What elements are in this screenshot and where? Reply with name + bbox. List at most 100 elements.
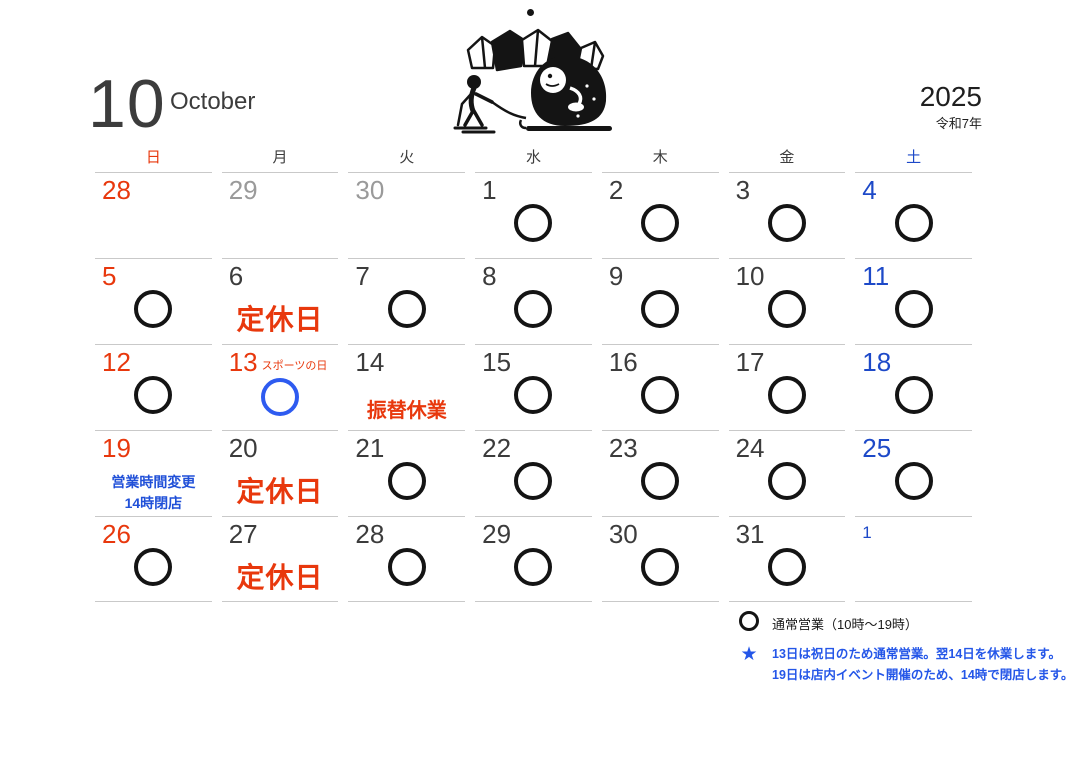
closed-day-label: 定休日 <box>236 303 324 335</box>
day-cell-20: 20 定休日 <box>221 430 339 516</box>
weekday-thursday: 木 <box>652 149 668 166</box>
day-cell-17: 17 <box>728 344 846 430</box>
tow-rope <box>491 100 527 120</box>
day-number: 1 <box>482 175 497 205</box>
legend-star-note-line1: 13日は祝日のため通常営業。翌14日を休業します。 <box>772 647 1062 661</box>
closed-day-label: 定休日 <box>236 475 324 507</box>
weekday-saturday: 土 <box>906 149 922 166</box>
day-cell-9: 9 <box>601 258 719 344</box>
day-cell-24: 24 <box>728 430 846 516</box>
normal-business-circle <box>514 376 553 414</box>
day-cell-30: 30 <box>601 516 719 602</box>
day-number: 16 <box>608 347 638 377</box>
day-cell-1: 1 <box>475 172 592 258</box>
legend: 通常営業（10時〜19時） ★ 13日は祝日のため通常営業。翌14日を休業します… <box>739 611 1070 698</box>
day-number: 23 <box>608 433 638 463</box>
normal-business-circle <box>514 548 553 586</box>
month-number: 10 <box>88 66 166 142</box>
day-cell-28: 28 <box>348 516 466 602</box>
day-cell-14: 14 振替休業 <box>348 344 466 430</box>
day-number: 7 <box>355 261 370 291</box>
day-number-row: 13 スポーツの日 <box>222 347 339 378</box>
day-cell-3: 3 <box>728 172 846 258</box>
normal-business-circle <box>134 376 173 414</box>
day-cell-next-1: 1 <box>855 516 972 602</box>
normal-business-circle <box>514 290 553 328</box>
day-cell-13: 13 スポーツの日 <box>221 344 339 430</box>
normal-business-circle <box>767 290 806 328</box>
day-cell-26: 26 <box>95 516 212 602</box>
day-cell-21: 21 <box>348 430 466 516</box>
day-number: 27 <box>228 519 258 549</box>
normal-business-circle <box>894 376 933 414</box>
open-circle-icon <box>739 611 759 631</box>
day-cell-31: 31 <box>728 516 846 602</box>
weekday-monday: 月 <box>272 149 288 166</box>
normal-business-circle <box>387 290 426 328</box>
snow-creature <box>531 55 607 127</box>
legend-circle-row: 通常営業（10時〜19時） <box>739 611 1070 633</box>
floating-rocks <box>466 28 605 72</box>
legend-circle-label: 通常営業（10時〜19時） <box>772 617 918 632</box>
day-number: 8 <box>482 261 497 291</box>
sled <box>518 119 612 131</box>
star-icon: ★ <box>740 644 758 665</box>
day-number: 24 <box>735 433 765 463</box>
legend-star-row: ★ 13日は祝日のため通常営業。翌14日を休業します。 19日は店内イベント開催… <box>739 644 1070 687</box>
day-number: 10 <box>735 261 765 291</box>
day-cell-2: 2 <box>601 172 719 258</box>
substitute-closure-label: 振替休業 <box>366 399 447 422</box>
hours-change-label: 営業時間変更 14時閉店 <box>95 472 212 514</box>
normal-business-circle <box>767 204 806 242</box>
closed-day-label: 定休日 <box>236 561 324 593</box>
day-cell-22: 22 <box>475 430 592 516</box>
legend-star-notes: 13日は祝日のため通常営業。翌14日を休業します。 19日は店内イベント開催のた… <box>772 644 1070 687</box>
day-number: 29 <box>228 175 258 205</box>
normal-business-circle <box>514 204 553 242</box>
day-cell-prev-29: 29 <box>221 172 339 258</box>
day-cell-23: 23 <box>601 430 719 516</box>
day-number: 28 <box>102 175 131 205</box>
normal-business-circle <box>767 548 806 586</box>
binder-dot <box>527 9 534 16</box>
day-cell-18: 18 <box>855 344 972 430</box>
normal-business-circle <box>641 204 680 242</box>
normal-business-circle <box>387 548 426 586</box>
weekday-sunday: 日 <box>145 149 161 166</box>
day-number: 17 <box>735 347 765 377</box>
year-block: 2025 令和7年 <box>920 81 982 132</box>
day-number: 13 <box>228 347 258 377</box>
day-number: 19 <box>102 433 131 463</box>
era-year: 令和7年 <box>935 115 982 131</box>
normal-business-circle <box>894 290 933 328</box>
day-number: 6 <box>228 261 244 291</box>
normal-business-circle <box>894 462 933 500</box>
weekday-friday: 金 <box>779 149 795 166</box>
day-cell-7: 7 <box>348 258 466 344</box>
day-cell-11: 11 <box>855 258 972 344</box>
day-cell-12: 12 <box>95 344 212 430</box>
skier-figure <box>453 75 496 134</box>
day-cell-16: 16 <box>601 344 719 430</box>
normal-business-circle <box>894 204 933 242</box>
month-name: October <box>170 88 256 115</box>
hours-change-line2: 14時閉店 <box>124 494 183 511</box>
day-number: 11 <box>862 261 890 291</box>
normal-business-circle <box>641 290 680 328</box>
day-number: 20 <box>228 433 258 463</box>
day-number: 29 <box>482 519 512 549</box>
normal-business-circle <box>514 462 553 500</box>
hours-change-line1: 営業時間変更 <box>111 473 196 490</box>
calendar-grid: 日 月 火 水 木 金 土 28 29 30 1 2 3 4 <box>95 148 972 602</box>
day-number: 12 <box>102 347 131 377</box>
legend-star-note-line2: 19日は店内イベント開催のため、14時で閉店します。 <box>772 668 1070 683</box>
mascot-illustration-icon <box>453 28 612 134</box>
day-cell-8: 8 <box>475 258 592 344</box>
day-number: 15 <box>482 347 512 377</box>
day-number: 28 <box>355 519 385 549</box>
day-cell-6: 6 定休日 <box>221 258 339 344</box>
day-number: 30 <box>608 519 638 549</box>
day-cell-19: 19 営業時間変更 14時閉店 <box>95 430 212 516</box>
day-number: 2 <box>608 175 624 205</box>
